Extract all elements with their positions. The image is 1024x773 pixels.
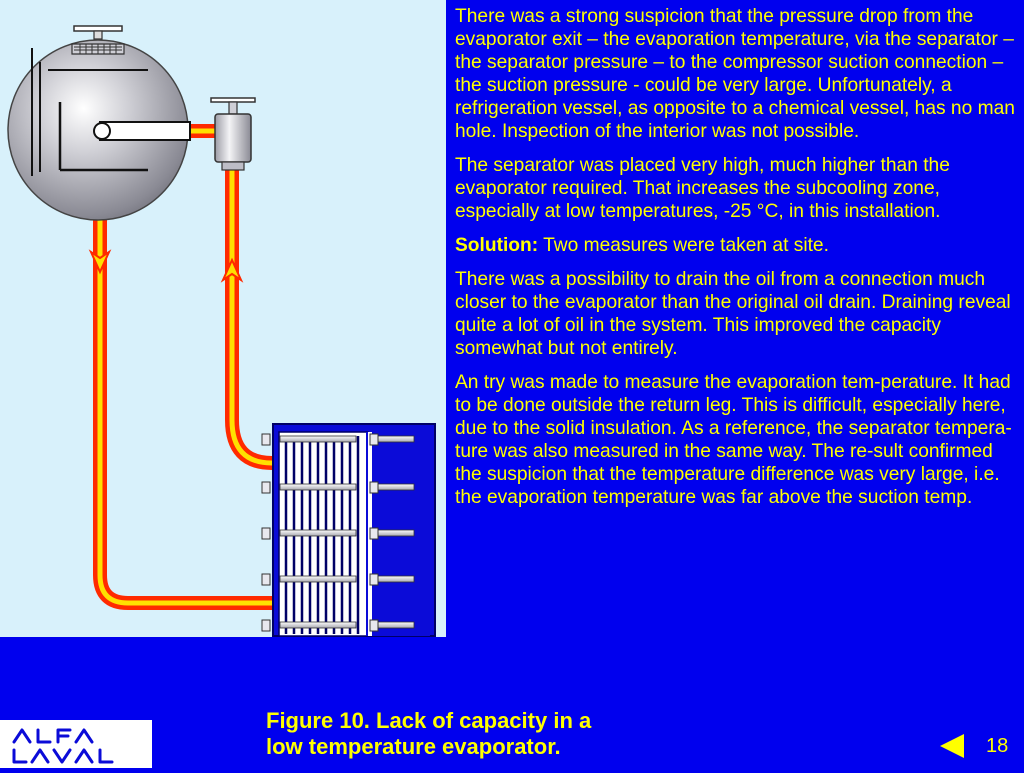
paragraph-measurement: An try was made to measure the evaporati… bbox=[455, 372, 1012, 508]
flow-arrow-down-icon bbox=[88, 249, 112, 275]
figure-caption: Figure 10. Lack of capacity in a low tem… bbox=[266, 708, 746, 760]
solution-text: Two measures were taken at site. bbox=[538, 235, 829, 256]
alfa-laval-logo bbox=[0, 720, 152, 768]
evaporator-diagram bbox=[7, 25, 436, 637]
body-text: There was a strong suspicion that the pr… bbox=[455, 5, 1015, 520]
page-number: 18 bbox=[986, 735, 1009, 757]
caption-line-1: Figure 10. Lack of capacity in a bbox=[266, 708, 592, 733]
paragraph-separator: The separator was placed very high, much… bbox=[455, 155, 950, 222]
solution-label: Solution: bbox=[455, 235, 539, 256]
paragraph-oil-drain: There was a possibility to drain the oil… bbox=[455, 269, 1011, 359]
suction-filter bbox=[210, 97, 256, 171]
diagram-panel bbox=[0, 0, 446, 637]
paragraph-solution: Solution: Two measures were taken at sit… bbox=[455, 234, 1015, 257]
separator-vessel bbox=[7, 25, 191, 221]
caption-line-2: low temperature evaporator. bbox=[266, 734, 561, 759]
plate-heat-exchanger bbox=[261, 423, 436, 637]
paragraph-suspicion: There was a strong suspicion that the pr… bbox=[455, 6, 1015, 142]
alfa-laval-logo-icon bbox=[12, 728, 114, 764]
tie-bars bbox=[279, 435, 415, 629]
previous-slide-button[interactable] bbox=[940, 734, 964, 758]
flow-arrow-up-icon bbox=[220, 257, 244, 283]
